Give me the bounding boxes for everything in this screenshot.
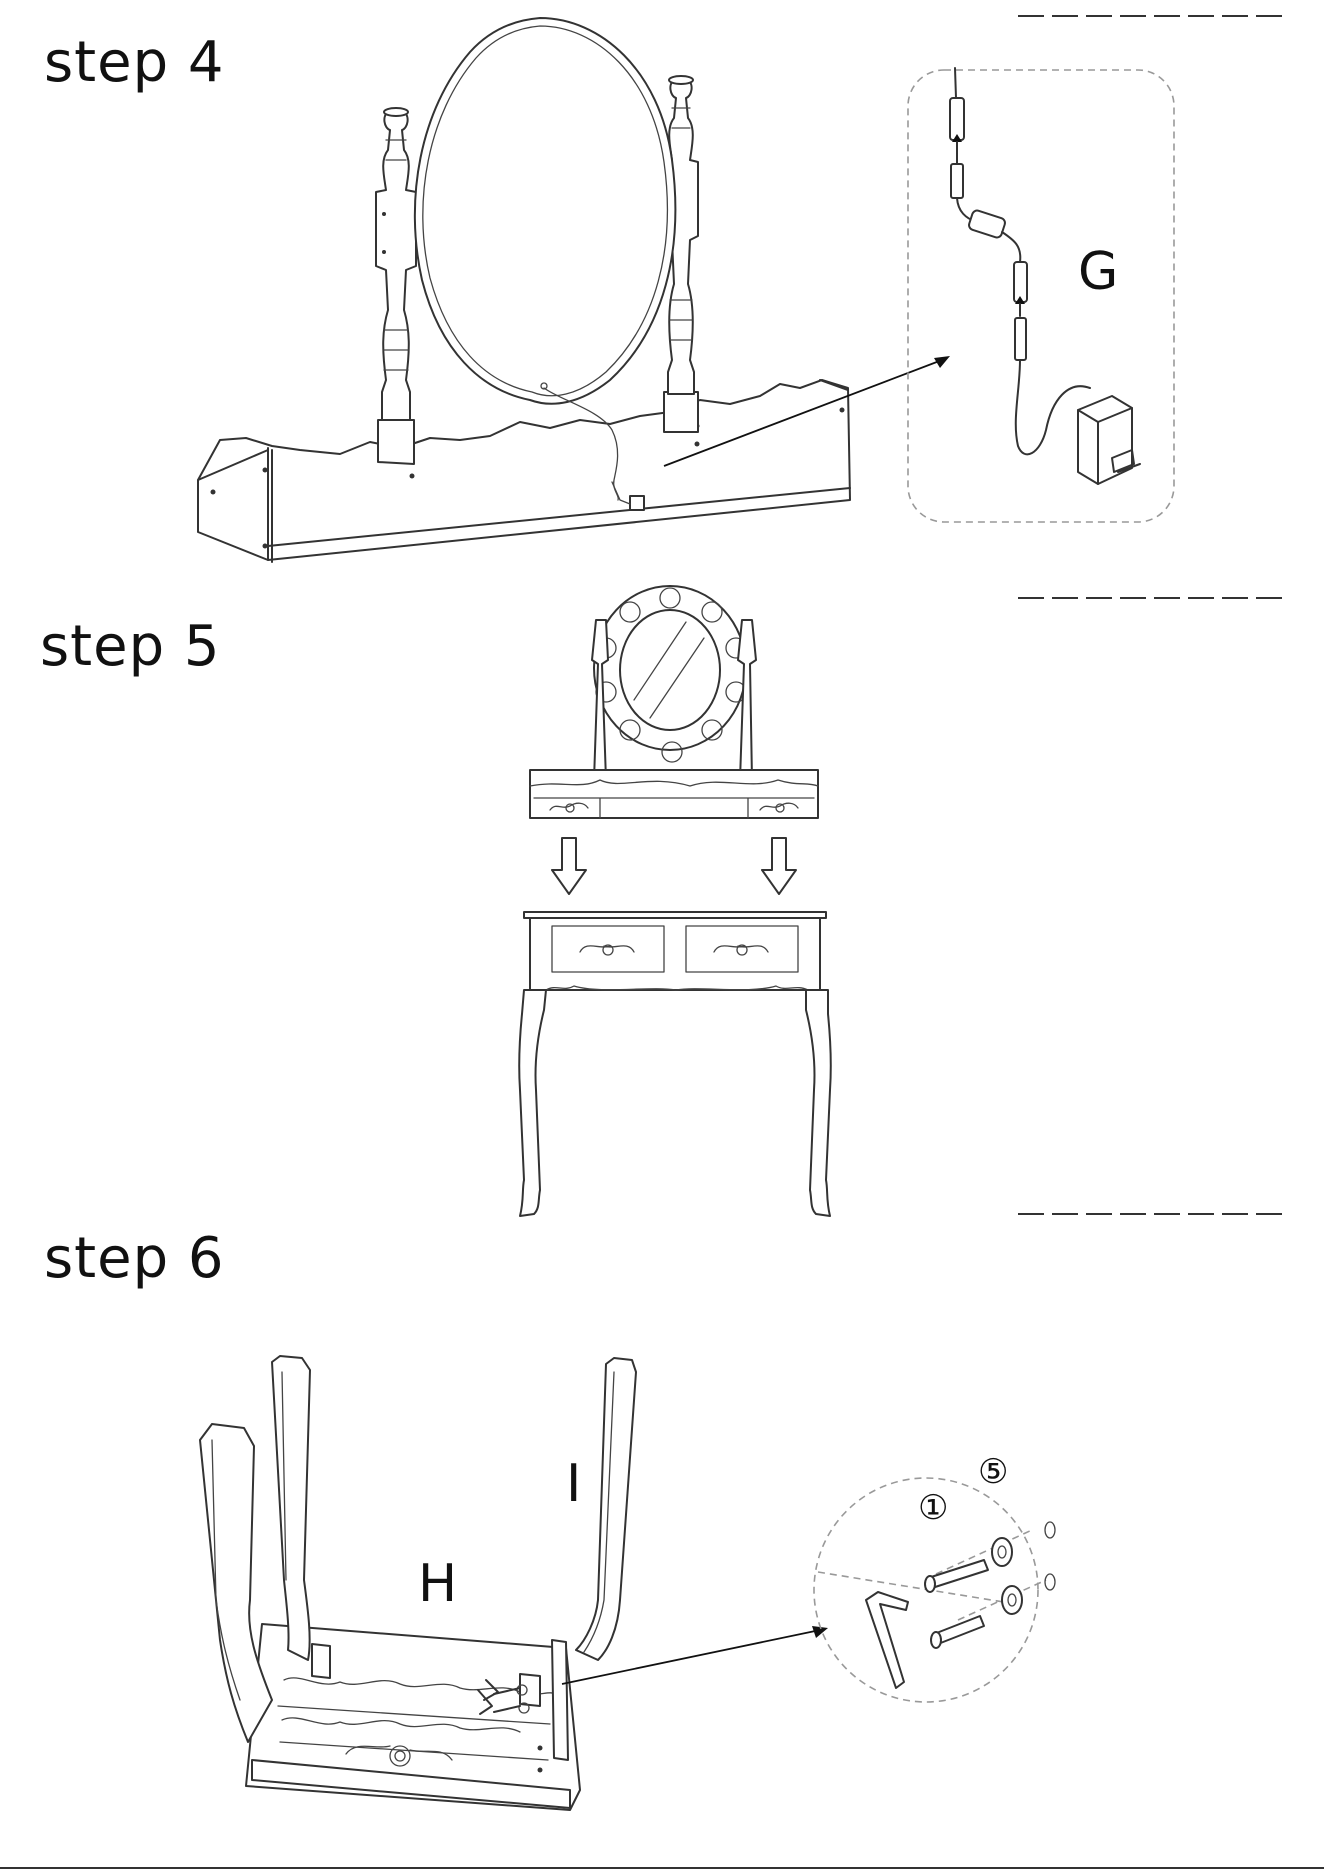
step4-detail-panel [908, 68, 1174, 522]
step5-vanity-drawing [519, 586, 831, 1216]
step6-hardware-zoom [814, 1478, 1055, 1702]
adapter-cable-detail [950, 68, 1140, 484]
detail-dashed-frame [908, 70, 1174, 522]
step6-stool-drawing [200, 1356, 828, 1810]
base-panel [198, 380, 850, 560]
step4-mirror-frame-drawing [198, 18, 950, 562]
